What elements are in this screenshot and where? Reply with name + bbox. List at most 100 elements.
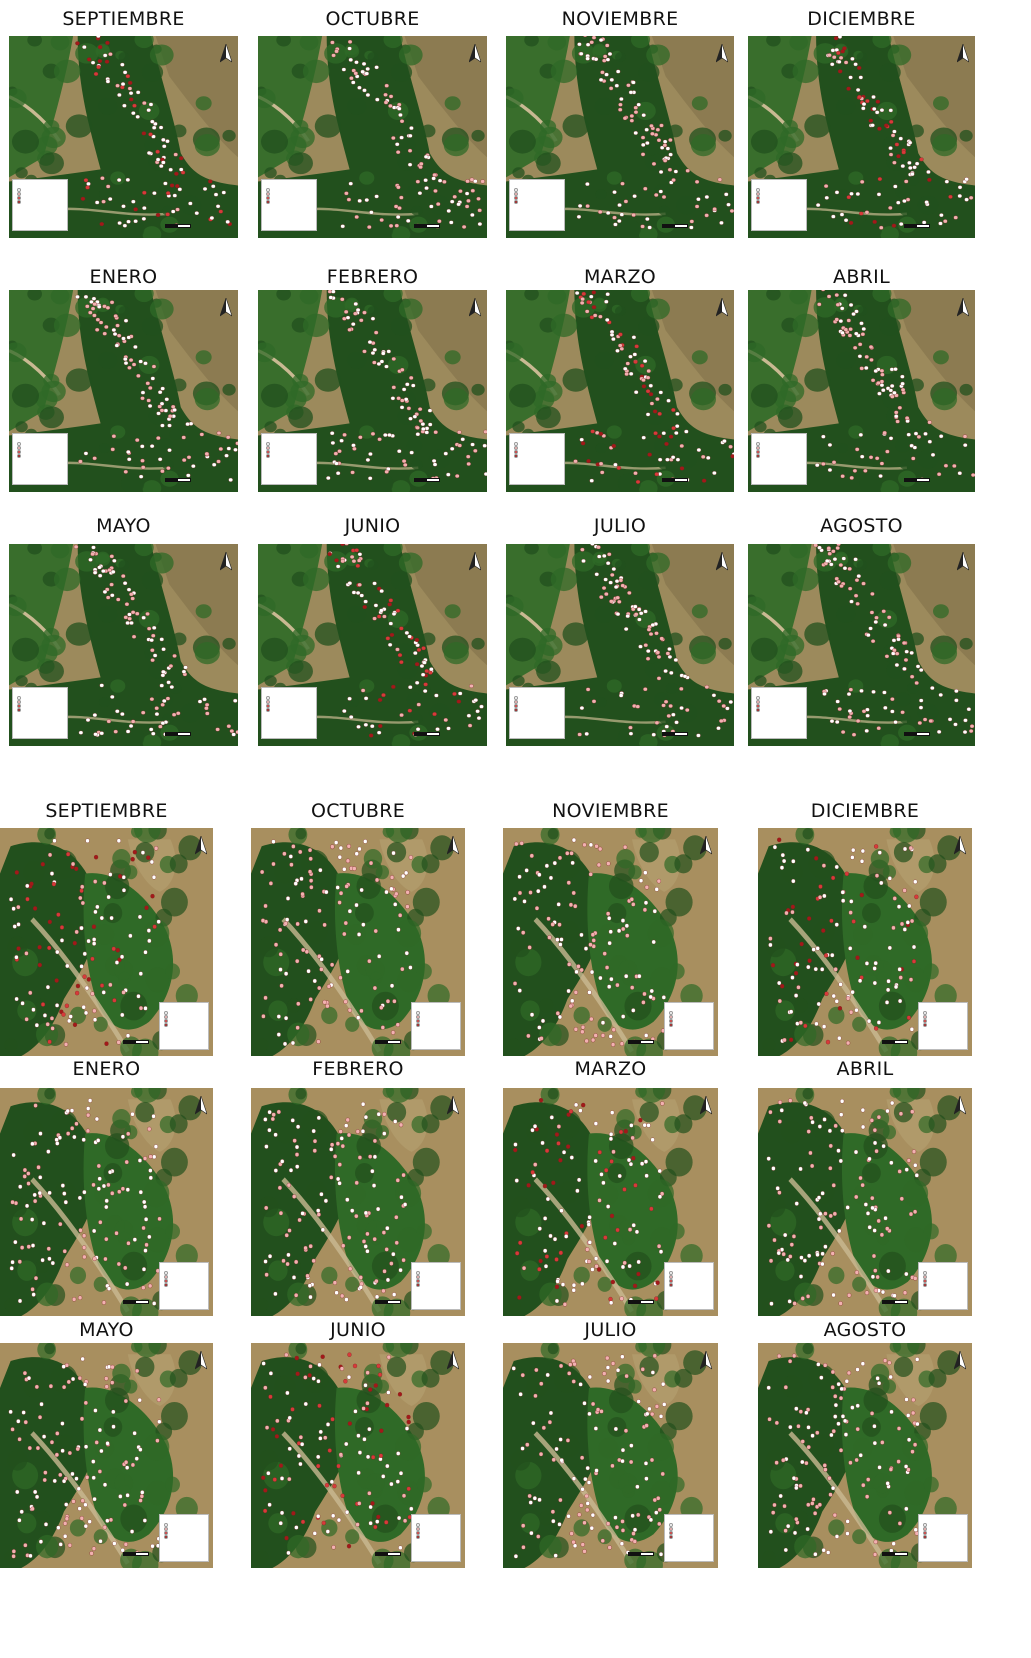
sample-point: [909, 443, 914, 448]
sample-point: [181, 458, 187, 463]
sample-point: [386, 349, 391, 354]
sample-point: [449, 199, 455, 204]
sample-point: [574, 1102, 579, 1108]
sample-point: [846, 1040, 851, 1046]
sample-point: [51, 881, 56, 887]
sample-point: [605, 43, 610, 48]
sample-point: [141, 1225, 146, 1231]
sample-point: [794, 1406, 799, 1411]
sample-point: [394, 891, 399, 897]
sample-point: [333, 1154, 338, 1159]
sample-point: [475, 709, 480, 714]
sample-point: [810, 1501, 815, 1506]
sample-point: [281, 1258, 286, 1264]
sample-point: [96, 65, 101, 70]
sample-point: [664, 724, 669, 729]
legend-entry: [416, 1526, 456, 1531]
legend-entry: [923, 1530, 963, 1535]
sample-point: [365, 1401, 370, 1406]
sample-point: [415, 727, 421, 732]
sample-point: [667, 654, 673, 659]
sample-point: [841, 556, 847, 561]
sample-point: [330, 844, 335, 849]
sample-point: [566, 880, 571, 885]
sample-point: [108, 872, 113, 877]
month-title: MAYO: [96, 515, 151, 537]
sample-point: [360, 69, 365, 74]
sample-point: [62, 1384, 67, 1390]
sample-point: [341, 67, 347, 72]
sample-point: [544, 863, 549, 869]
sample-point: [391, 850, 396, 856]
sample-point: [552, 860, 557, 866]
sample-point: [231, 732, 236, 737]
sample-point: [405, 382, 410, 387]
sample-point: [719, 220, 724, 225]
sample-point: [104, 1041, 109, 1046]
sample-point: [882, 690, 887, 695]
sample-point: [31, 1007, 36, 1012]
sample-point: [905, 197, 911, 202]
sample-point: [876, 192, 882, 197]
legend-swatch: [416, 1270, 420, 1275]
sample-point: [885, 1226, 890, 1231]
sample-point: [919, 157, 924, 162]
sample-point: [83, 1010, 89, 1016]
legend-swatch: [923, 1522, 927, 1527]
sample-point: [870, 123, 875, 128]
sample-point: [847, 709, 853, 714]
sample-point: [889, 119, 894, 124]
sample-point: [90, 306, 96, 311]
sample-point: [273, 1291, 278, 1297]
sample-point: [388, 598, 394, 603]
sample-point: [401, 873, 406, 879]
sample-point: [353, 71, 359, 76]
sample-point: [117, 957, 122, 963]
sample-point: [358, 1285, 363, 1290]
sample-point: [122, 581, 128, 586]
sample-point: [657, 457, 663, 462]
sample-point: [58, 1472, 63, 1478]
sample-point: [398, 1122, 404, 1128]
month-title: AGOSTO: [820, 515, 903, 537]
sample-point: [855, 718, 861, 723]
sample-point: [291, 844, 296, 849]
sample-point: [360, 1129, 366, 1134]
sample-point: [25, 896, 30, 902]
sample-point: [331, 1545, 336, 1550]
sample-point: [372, 581, 377, 586]
sample-point: [766, 1223, 772, 1228]
sample-point: [405, 890, 410, 895]
sample-point: [278, 1463, 284, 1468]
sample-point: [579, 706, 585, 710]
sample-point: [604, 965, 610, 970]
sample-point: [93, 1408, 98, 1413]
sample-point: [911, 944, 917, 950]
sample-point: [712, 207, 717, 212]
sample-point: [110, 569, 116, 574]
sample-point: [102, 53, 108, 58]
sample-point: [120, 1548, 125, 1553]
sample-point: [848, 75, 853, 80]
sample-point: [671, 426, 676, 431]
sample-point: [75, 990, 80, 996]
legend-swatch: [164, 1526, 168, 1531]
sample-point: [384, 83, 389, 88]
sample-point: [72, 1297, 77, 1302]
sample-point: [94, 327, 100, 332]
sample-point: [889, 367, 895, 372]
sample-point: [90, 991, 95, 996]
sample-point: [848, 687, 854, 692]
satellite-map: [758, 1343, 972, 1568]
sample-point: [882, 623, 888, 627]
sample-point: [891, 223, 897, 228]
sample-point: [831, 1429, 836, 1434]
sample-point: [874, 844, 879, 849]
sample-point: [865, 713, 870, 718]
sample-point: [393, 204, 399, 209]
sample-point: [663, 699, 669, 704]
sample-point: [813, 544, 818, 548]
sample-point: [428, 670, 433, 675]
sample-point: [622, 1187, 627, 1192]
sample-point: [140, 390, 146, 395]
